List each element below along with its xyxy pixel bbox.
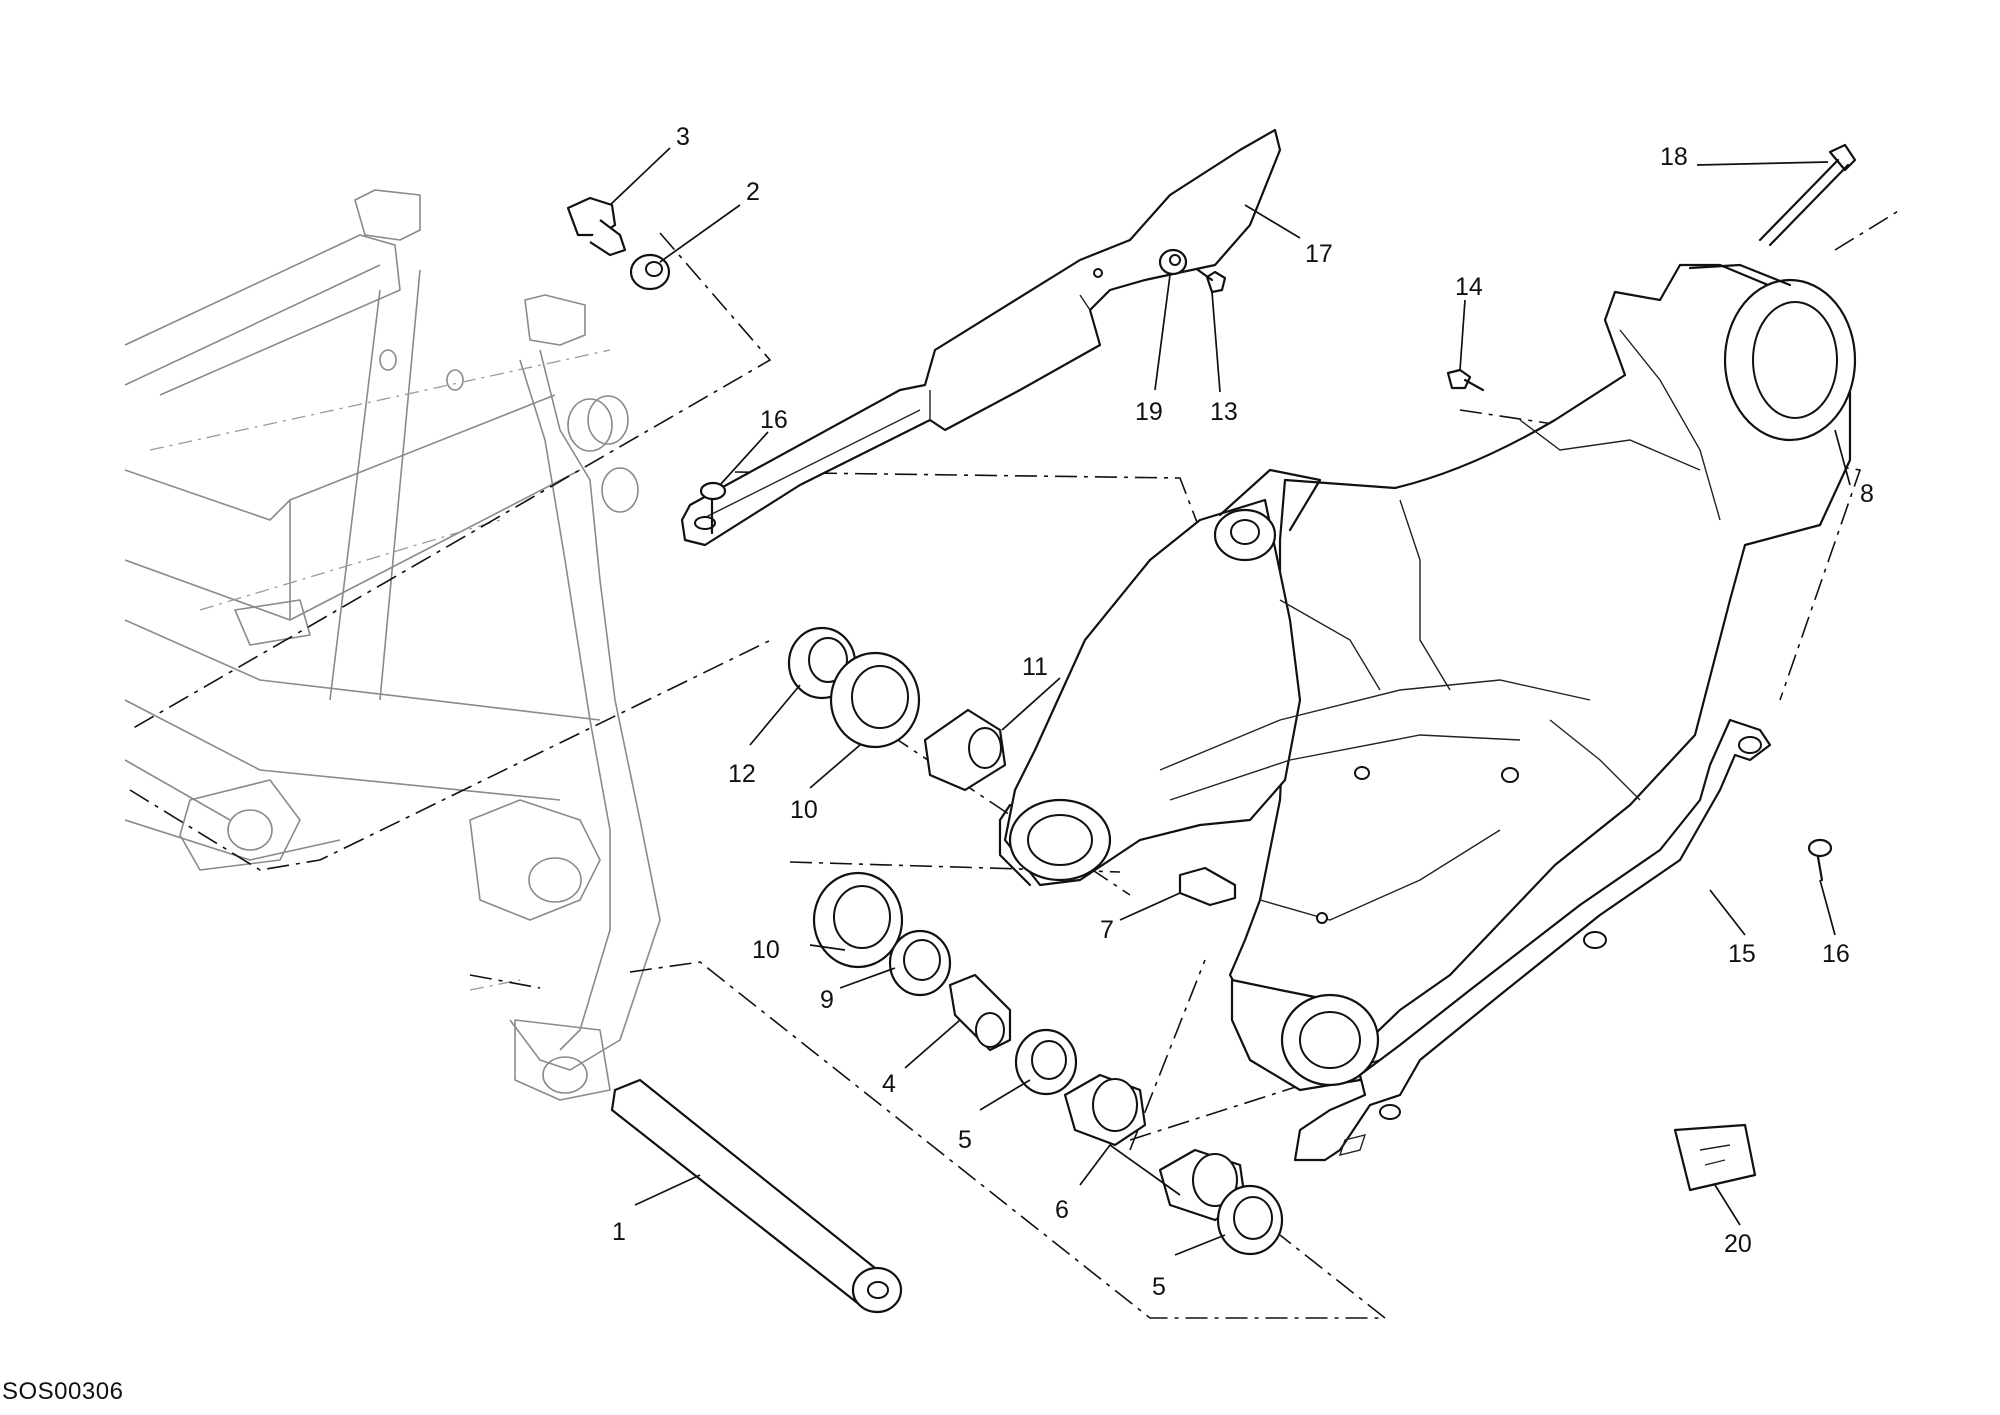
small-parts	[566, 143, 1857, 1314]
callout-9: 9	[820, 986, 834, 1014]
callout-15: 15	[1728, 940, 1756, 968]
callout-13: 13	[1210, 398, 1238, 426]
callout-leaders	[609, 147, 1851, 1256]
callout-5-upper: 5	[958, 1126, 972, 1154]
callout-16-right: 16	[1822, 940, 1850, 968]
callout-18: 18	[1660, 143, 1688, 171]
callout-numbers: 3 2 16 17 19 13 14 18 8 11 12 10 7 10 9 …	[612, 123, 1874, 1301]
swingarm	[998, 263, 1857, 1092]
callout-3: 3	[676, 123, 690, 151]
callout-7: 7	[1100, 916, 1114, 944]
callout-12: 12	[728, 760, 756, 788]
frame-ghost	[124, 189, 661, 1101]
callout-10-lower: 10	[752, 936, 780, 964]
callout-19: 19	[1135, 398, 1163, 426]
callout-14: 14	[1455, 273, 1483, 301]
callout-5-lower: 5	[1152, 1273, 1166, 1301]
callout-6: 6	[1055, 1196, 1069, 1224]
callout-8: 8	[1860, 480, 1874, 508]
callout-16-top: 16	[760, 406, 788, 434]
part-17-chain-guard-upper	[680, 128, 1282, 547]
callout-1: 1	[612, 1218, 626, 1246]
callout-11: 11	[1022, 653, 1048, 681]
callout-20: 20	[1724, 1230, 1752, 1258]
callout-17: 17	[1305, 240, 1333, 268]
part-15-chain-guard-lower	[1293, 718, 1772, 1162]
callout-4: 4	[882, 1070, 896, 1098]
callout-2: 2	[746, 178, 760, 206]
diagram-code-label: SOS00306	[2, 1378, 124, 1405]
callout-10-upper: 10	[790, 796, 818, 824]
